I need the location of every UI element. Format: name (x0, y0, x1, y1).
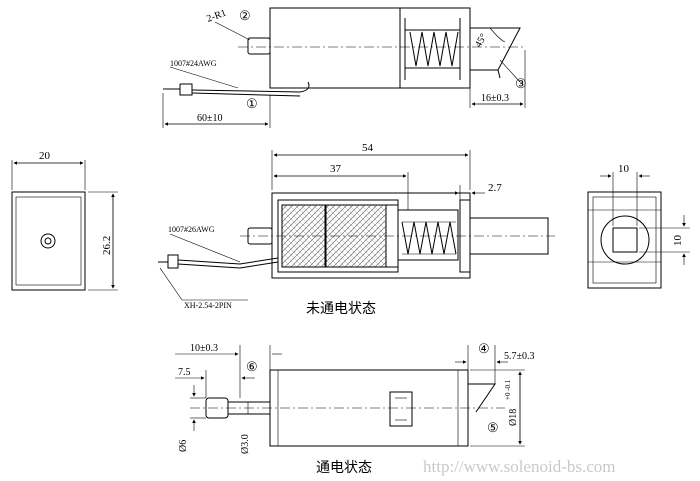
side-frame (271, 192, 471, 279)
dim-5-7: 5.7±0.3 (504, 351, 535, 362)
radius-label: 2-R1 (205, 8, 228, 25)
dim-20: 20 (39, 150, 51, 162)
side-spring (401, 221, 457, 255)
top-angled-tip (470, 27, 521, 71)
callout-4: ④ (478, 341, 490, 356)
top-wire-label: 1007#24AWG (170, 59, 217, 68)
bottom-connector (389, 391, 413, 427)
callout-5: ⑤ (487, 420, 499, 435)
dim-10-0-3: 10±0.3 (190, 343, 218, 354)
left-view (11, 160, 118, 291)
callout-2: ② (239, 8, 251, 23)
right-bore (600, 215, 650, 265)
dim-2-7: 2.7 (488, 182, 502, 194)
side-connector (158, 254, 179, 269)
dim-d3: Ø3.0 (240, 434, 251, 454)
dim-d18: Ø18 (508, 409, 519, 426)
dim-d18-tolerance: +0 -0.1 (504, 379, 512, 400)
top-spring-housing (404, 29, 461, 69)
watermark-url: http://www.solenoid-bs.com (423, 457, 616, 476)
callout-3: ③ (515, 76, 527, 91)
right-view (587, 172, 690, 289)
top-frame (399, 7, 471, 89)
top-plunger-end (247, 37, 271, 55)
dim-7-5: 7.5 (178, 367, 191, 378)
right-square-plunger (612, 227, 638, 253)
side-view (158, 150, 555, 301)
dim-54: 54 (362, 142, 374, 154)
connector-label: XH-2.54-2PIN (184, 301, 232, 310)
dim-26-2: 26.2 (101, 236, 113, 255)
dim-37: 37 (330, 163, 342, 175)
right-body (587, 191, 662, 289)
left-body (11, 191, 86, 291)
top-spring (409, 31, 459, 67)
dim-d6: Ø6 (178, 440, 189, 452)
dim-60: 60±10 (197, 113, 223, 124)
bottom-view (175, 345, 525, 447)
callout-1: ① (246, 96, 258, 111)
caption-deenergized: 未通电状态 (306, 301, 376, 317)
caption-energized: 通电状态 (316, 460, 372, 476)
top-view (162, 7, 526, 128)
dim-right-10-v: 10 (672, 235, 684, 247)
top-solenoid-body (269, 7, 401, 89)
left-hole (40, 233, 56, 249)
callout-6: ⑥ (246, 359, 258, 374)
dim-right-10-h: 10 (618, 163, 630, 175)
top-wire-lead (163, 83, 193, 96)
dim-16: 16±0.3 (481, 93, 509, 104)
side-wire-label: 1007#26AWG (168, 225, 215, 234)
